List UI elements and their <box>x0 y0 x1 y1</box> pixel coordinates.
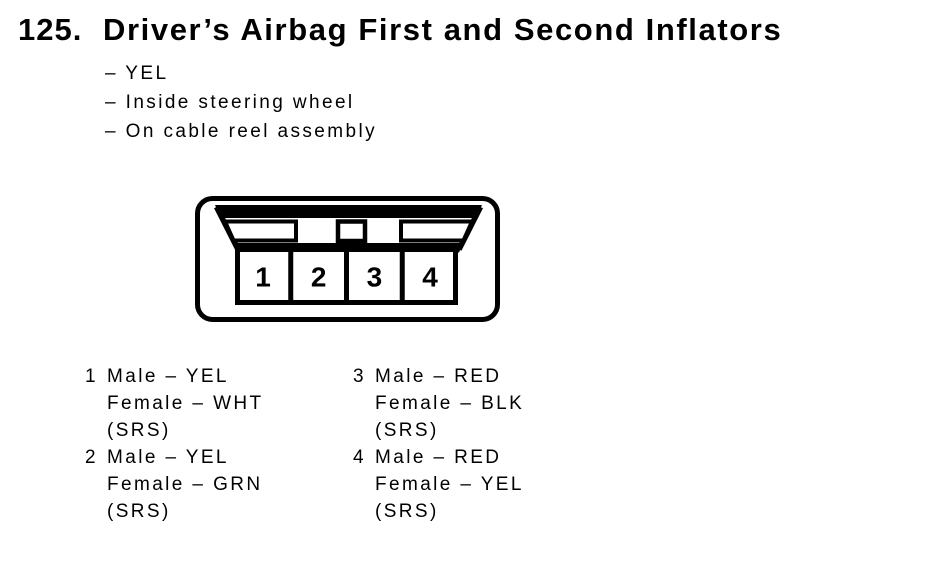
keyway-top-band <box>215 205 482 218</box>
item-number: 125. <box>18 12 83 47</box>
descriptor-mounting: – On cable reel assembly <box>105 121 377 142</box>
pin-note: (SRS) <box>375 420 439 441</box>
pin-number: 1 <box>85 366 96 387</box>
descriptor-list: – YEL – Inside steering wheel – On cable… <box>105 59 377 146</box>
pin-number: 2 <box>85 447 96 468</box>
pin-wire-info: Male – YEL Female – WHT (SRS) <box>107 363 264 444</box>
pin-entry: 3 Male – RED Female – BLK (SRS) <box>353 363 524 444</box>
pin-entry: 2 Male – YEL Female – GRN (SRS) <box>85 444 264 525</box>
pin-male-wire: Male – RED <box>375 447 502 468</box>
cavity-number-3: 3 <box>367 262 383 293</box>
pin-wire-info: Male – RED Female – BLK (SRS) <box>375 363 524 444</box>
pin-number: 3 <box>353 366 364 387</box>
pin-list-right-column: 3 Male – RED Female – BLK (SRS) 4 Male –… <box>353 363 524 525</box>
page-title: Driver’s Airbag First and Second Inflato… <box>103 12 783 47</box>
descriptor-location: – Inside steering wheel <box>105 92 355 113</box>
pin-list-left-column: 1 Male – YEL Female – WHT (SRS) 2 Male –… <box>85 363 264 525</box>
keyway-slot-left <box>221 219 298 243</box>
cavity-number-2: 2 <box>311 262 327 293</box>
pin-note: (SRS) <box>375 501 439 522</box>
connector-face-diagram: 1 2 3 4 <box>195 196 500 322</box>
pin-entry: 1 Male – YEL Female – WHT (SRS) <box>85 363 264 444</box>
pin-note: (SRS) <box>107 420 171 441</box>
pin-female-wire: Female – BLK <box>375 393 525 414</box>
pin-note: (SRS) <box>107 501 171 522</box>
cavity-number-4: 4 <box>422 262 438 293</box>
pin-entry: 4 Male – RED Female – YEL (SRS) <box>353 444 524 525</box>
keyway-slot-right <box>399 219 476 243</box>
pin-female-wire: Female – GRN <box>107 474 263 495</box>
pin-wire-info: Male – RED Female – YEL (SRS) <box>375 444 524 525</box>
cavity-number-1: 1 <box>255 262 271 293</box>
title-row: 125. Driver’s Airbag First and Second In… <box>18 12 782 48</box>
keyway-slot-center <box>335 219 368 244</box>
pin-male-wire: Male – RED <box>375 366 502 387</box>
pin-female-wire: Female – WHT <box>107 393 264 414</box>
pin-female-wire: Female – YEL <box>375 474 524 495</box>
pin-male-wire: Male – YEL <box>107 366 229 387</box>
pin-male-wire: Male – YEL <box>107 447 229 468</box>
descriptor-wire-color: – YEL <box>105 63 169 84</box>
pin-number: 4 <box>353 447 364 468</box>
pin-wire-info: Male – YEL Female – GRN (SRS) <box>107 444 263 525</box>
